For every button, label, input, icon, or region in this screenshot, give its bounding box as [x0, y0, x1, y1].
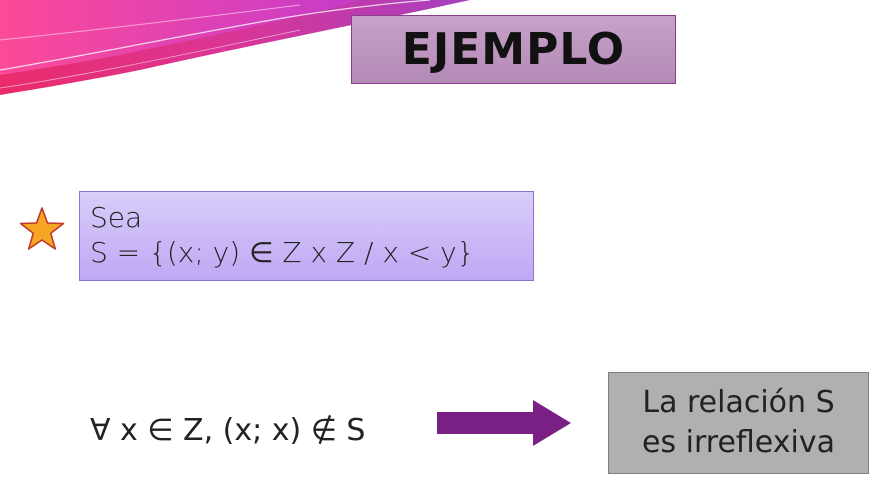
right-arrow-icon [437, 400, 571, 446]
star-icon [19, 207, 65, 250]
definition-line-set: S = {(x; y) ∈ Z x Z / x < y} [90, 236, 475, 269]
definition-line-sea: Sea [90, 201, 143, 234]
irreflexive-statement: ∀ x ∈ Z, (x; x) ∉ S [90, 413, 366, 448]
slide-title: EJEMPLO [401, 24, 626, 75]
result-box: La relación S es irreflexiva [608, 372, 869, 474]
result-line-1: La relación S [642, 385, 835, 420]
definition-box: Sea S = {(x; y) ∈ Z x Z / x < y} [79, 191, 534, 281]
result-line-2: es irreflexiva [642, 425, 835, 460]
title-box: EJEMPLO [351, 15, 676, 84]
